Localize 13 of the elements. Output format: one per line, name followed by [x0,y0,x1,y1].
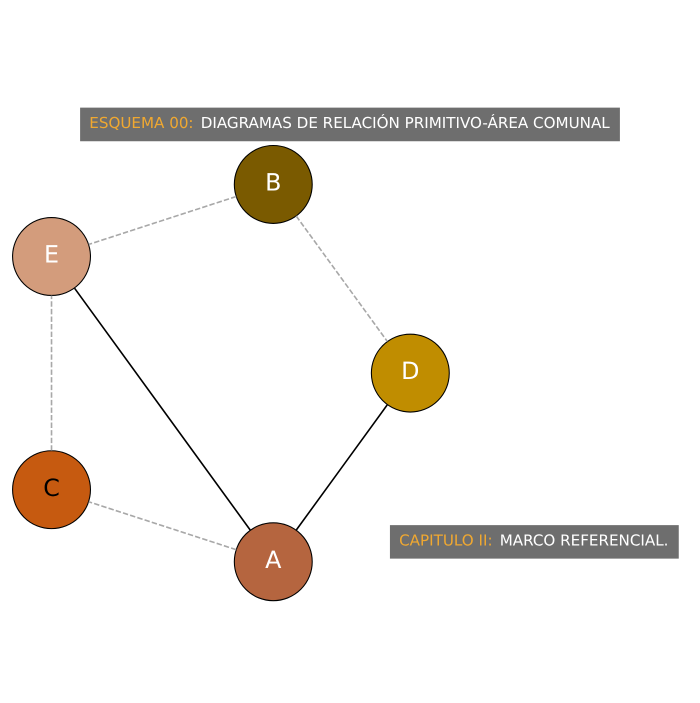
node-circle: D [370,333,450,412]
connector [296,404,388,530]
connector [296,215,388,342]
connector [74,287,252,530]
connector [50,295,52,450]
node-circle: B [234,144,313,224]
diagram-title: ESQUEMA 00: DIAGRAMAS DE RELACIÓN PRIMITIVO-ÁREA COMUNAL [89,113,610,132]
caption: CAPITULO II: MARCO REFERENCIAL. [399,530,668,549]
node-circle: A [234,522,313,601]
connector [88,500,236,550]
node-circle: C [12,450,91,529]
connector [88,195,236,245]
node-circle: E [12,216,91,296]
